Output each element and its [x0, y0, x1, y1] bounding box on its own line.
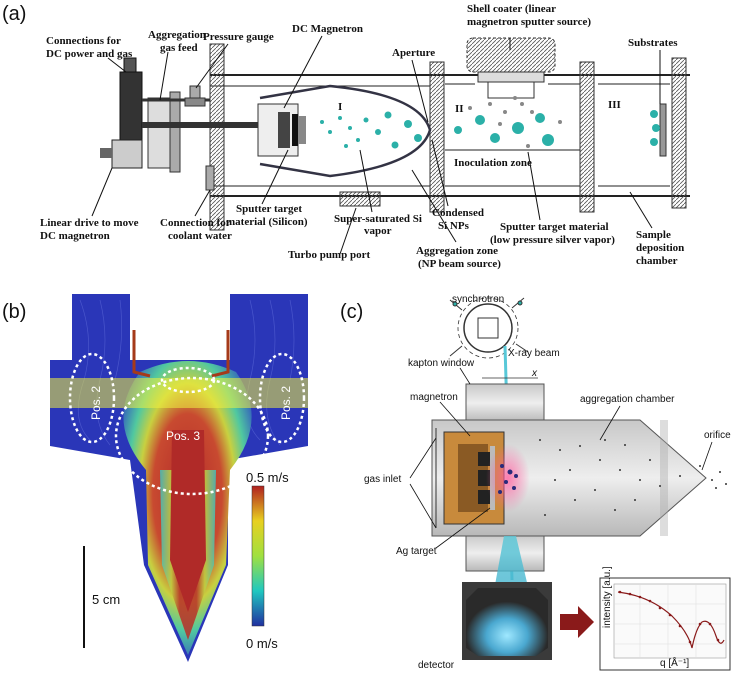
colorbar [251, 485, 265, 627]
colorbar-max-label: 0.5 m/s [246, 470, 289, 485]
saxs-x-label: q [Å⁻¹] [660, 656, 689, 669]
aggregation-zone-label: Aggregation zone(NP beam source) [416, 245, 501, 270]
dc-magnetron [257, 103, 306, 157]
position-ellipses [68, 352, 306, 496]
gas-inlet-pipes [132, 330, 230, 378]
ag-target-label: Ag target [396, 546, 437, 557]
pos3-label: Pos. 3 [166, 429, 200, 443]
magnet-s-bottom [478, 490, 490, 504]
xray-band [50, 378, 308, 408]
pressure-gauge-label: Pressure gauge [203, 31, 274, 43]
aperture-label: Aperture [392, 47, 435, 59]
dc-magnetron-label: DC Magnetron [292, 23, 363, 35]
x-axis-label: x [531, 368, 538, 379]
ar-gas-inlet-label: Ar gas inlet [150, 332, 215, 347]
turbo-pump-label: Turbo pump port [288, 249, 370, 261]
sputter-ag-label: Sputter target material(low pressure sil… [490, 221, 615, 246]
chamber-flange [660, 420, 668, 536]
saxs-plot-area [613, 583, 727, 659]
ag-particles [454, 96, 562, 148]
panel-a-label: (a) [2, 3, 26, 25]
zone-3-label: III [608, 99, 621, 111]
zone-2-label: II [455, 103, 464, 115]
column-top [465, 383, 545, 423]
turbo-pump [339, 191, 381, 207]
xray-beam-label: X-ray beam [508, 348, 560, 359]
pos2-left-label: Pos. 2 [89, 386, 103, 420]
magnetron-label: magnetron [410, 392, 458, 403]
detector-label: detector [418, 660, 455, 671]
zone-1-label: I [338, 101, 342, 113]
leader-lines-a [91, 35, 661, 255]
linear-drive [100, 57, 270, 169]
result-arrow [560, 606, 594, 638]
plasma-glow [486, 444, 530, 512]
chamber-a [210, 74, 690, 197]
gas-inlet-label: gas inlet [364, 474, 401, 485]
shell-coater [466, 37, 556, 99]
substrates-graphic [650, 103, 667, 157]
pos1-label: Pos. 1 [165, 349, 199, 363]
leader-lines-c [409, 367, 713, 549]
synchrotron-label: synchrotron [452, 294, 504, 305]
kapton-window-label: kapton window [408, 358, 475, 369]
panel-c: (c) synchrotron X-ray beam kapton window… [340, 294, 731, 671]
detector-face [466, 588, 548, 656]
panel-c-label: (c) [340, 301, 363, 323]
pressure-gauge [184, 85, 206, 107]
saxs-y-label: intensity [a.u.] [602, 566, 613, 628]
scale-bar-label: 5 cm [92, 592, 120, 607]
panel-b-label: (b) [2, 301, 26, 323]
saxs-curve [617, 591, 725, 649]
chamber-particles [539, 439, 727, 516]
synchrotron-ring [449, 297, 529, 359]
flow-jet-core [170, 430, 206, 612]
saxs-points [618, 590, 720, 644]
panel-b: (b) Ar gas inlet [2, 294, 308, 662]
panel-a: (a) [2, 3, 690, 270]
aggregation-cone [259, 84, 432, 178]
si-particles [320, 111, 422, 149]
pos2-right-label: Pos. 2 [279, 386, 293, 420]
inoculation-zone-label: Inoculation zone [454, 157, 532, 169]
magnet-s-top [478, 452, 490, 466]
coolant-pipe [205, 165, 215, 191]
colorbar-min-label: 0 m/s [246, 636, 278, 651]
saxs-grid [614, 584, 726, 658]
aggregation-chamber-label: aggregation chamber [580, 394, 675, 405]
substrates-label: Substrates [628, 37, 678, 49]
plasma-particles [498, 464, 518, 494]
orifice-label: orifice [704, 430, 731, 441]
